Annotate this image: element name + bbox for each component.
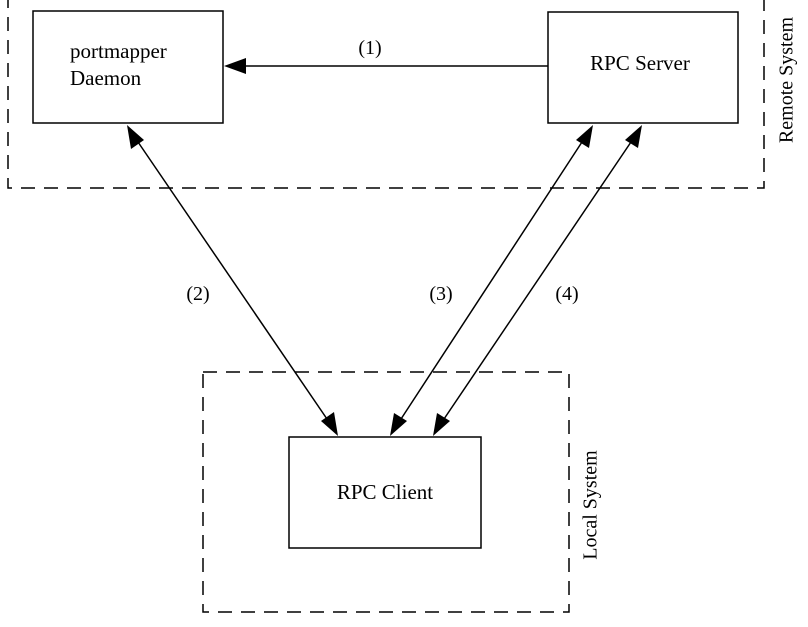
local-system-region: Local System	[202, 371, 602, 613]
edge-2-label: (2)	[186, 283, 209, 305]
edge-3-arrowhead-bottom	[390, 413, 407, 436]
portmapper-daemon-label-line2: Daemon	[70, 66, 142, 90]
edge-2: (2)	[127, 125, 338, 436]
rpc-client-node: RPC Client	[288, 436, 482, 549]
remote-system-label: Remote System	[776, 17, 798, 144]
edge-4: (4)	[433, 125, 642, 436]
local-system-boundary	[202, 371, 570, 613]
remote-system-boundary	[7, 0, 765, 189]
edge-3: (3)	[390, 125, 593, 436]
portmapper-daemon-box	[32, 10, 224, 124]
edge-2-line	[137, 141, 328, 420]
edge-2-arrowhead-bottom	[321, 412, 338, 436]
local-system-label: Local System	[580, 450, 602, 560]
edge-4-label: (4)	[555, 283, 578, 305]
edge-3-line	[400, 141, 583, 420]
edge-4-arrowhead-top	[625, 125, 642, 148]
edge-2-arrowhead-top	[127, 125, 144, 149]
edge-3-arrowhead-top	[576, 125, 593, 148]
rpc-server-node: RPC Server	[547, 11, 739, 124]
edge-3-label: (3)	[429, 283, 452, 305]
portmapper-daemon-node: portmapper Daemon	[32, 10, 224, 124]
portmapper-daemon-label-line1: portmapper	[70, 39, 167, 63]
edge-4-line	[443, 141, 632, 420]
rpc-server-label: RPC Server	[590, 51, 690, 75]
edge-1: (1)	[224, 37, 548, 74]
edge-1-label: (1)	[358, 37, 381, 59]
remote-system-region: Remote System	[7, 0, 798, 189]
rpc-client-label: RPC Client	[337, 480, 433, 504]
edge-4-arrowhead-bottom	[433, 413, 450, 436]
rpc-client-box	[288, 436, 482, 549]
edge-1-arrowhead	[224, 58, 246, 74]
rpc-server-box	[547, 11, 739, 124]
